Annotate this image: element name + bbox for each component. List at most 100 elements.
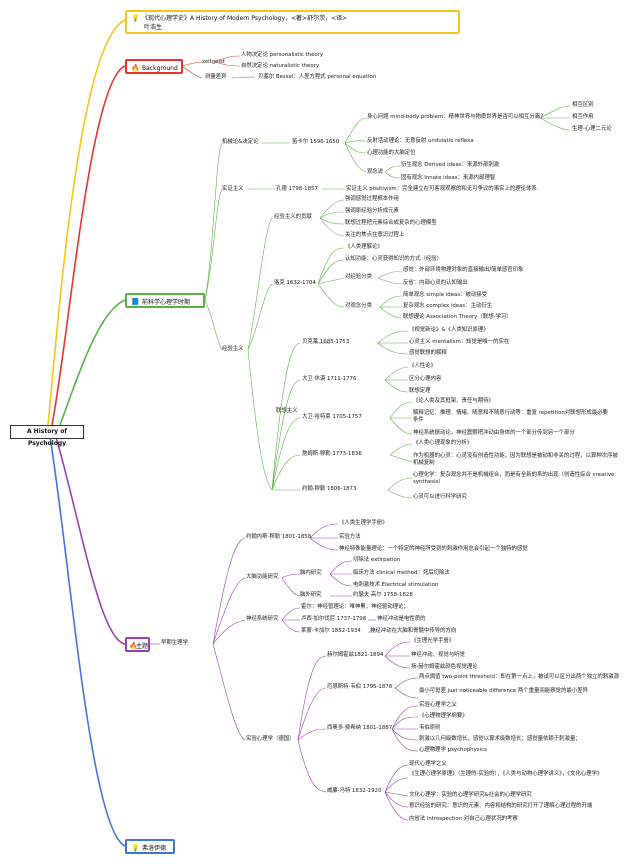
muller-node[interactable]: 约翰内斯·穆勒 1801-1858 xyxy=(246,534,312,540)
root-node[interactable]: A History of Psychology xyxy=(10,425,84,447)
empiricism-node[interactable]: 经验主义 xyxy=(222,346,244,352)
wundt-item[interactable]: 文化心理学：实验的心理学研究&社会的心理学研究 xyxy=(409,792,532,798)
topics-node[interactable]: 🔥主题 xyxy=(125,637,150,652)
naturalistic-node[interactable]: 自然决定论 naturalistic theory xyxy=(241,63,320,69)
nerve-node[interactable]: 神经系统研究 xyxy=(246,616,279,622)
weber-node[interactable]: 厄恩斯特·韦伯 1795-1878 xyxy=(327,684,393,690)
background-node[interactable]: 🔥Background xyxy=(125,59,183,74)
locke-book[interactable]: 《人类理解论》 xyxy=(345,244,383,250)
book-node[interactable]: 💡《现代心理学史》A History of Modern Psychology，… xyxy=(125,10,460,34)
contrib-item[interactable]: 强调感觉过程根本作用 xyxy=(345,196,399,202)
hume-node[interactable]: 大卫·休谟 1711-1776 xyxy=(302,376,357,382)
comte-node[interactable]: 孔德 1798-1857 xyxy=(276,186,318,192)
wundt-item[interactable]: 现代心理学之父 xyxy=(409,761,447,767)
positivism-node[interactable]: 实证主义 xyxy=(222,186,244,192)
muller-item[interactable]: 神经特殊能量理论：一个特定的神经所受到的刺激作用总会引起一个独特的感觉 xyxy=(339,546,528,552)
sensation-node[interactable]: 感觉：外部环境物理对象的直接输出/简单感官印象 xyxy=(403,267,524,273)
hartley-book[interactable]: 《论人类及其框架、责任与期待》 xyxy=(413,398,494,404)
derived-ideas[interactable]: 衍生观念 Derived ideas：来源外部刺激 xyxy=(401,162,500,168)
ideas-node[interactable]: 观念说 xyxy=(367,169,384,175)
helmholtz-item[interactable]: 神经冲动、视觉与听觉 xyxy=(411,652,465,658)
clinic-node[interactable]: 临床方法 clinical method：死后切除法 xyxy=(353,570,450,576)
gall-node[interactable]: 约瑟夫·高尔 1758-1828 xyxy=(353,592,413,598)
hume-item[interactable]: 区分心理内容 xyxy=(409,376,442,382)
contrib-item[interactable]: 联想过程把元素综合成复杂的心理模型 xyxy=(345,220,437,226)
cajal-item[interactable]: 神经冲动在大脑和脊髓中传导的方向 xyxy=(370,628,457,634)
hume-item[interactable]: 联想定理 xyxy=(409,388,431,394)
contrib-node[interactable]: 经验主义的贡献 xyxy=(274,214,312,220)
berkeley-node[interactable]: 贝克莱 1685-1753 xyxy=(302,339,350,345)
jmill-book[interactable]: 《人类心理现象的分析》 xyxy=(413,440,473,446)
electric-node[interactable]: 电刺激技术 Electrical stimulation xyxy=(353,582,439,588)
localization-node[interactable]: 心理功能的大脑定位 xyxy=(367,150,416,156)
hartley-node[interactable]: 大卫·哈特莱 1705-1757 xyxy=(302,414,362,420)
muller-book[interactable]: 《人类生理学手册》 xyxy=(339,520,388,526)
muller-item[interactable]: 实验方法 xyxy=(339,534,361,540)
personalistic-node[interactable]: 人物决定论 personalistic theory xyxy=(241,52,324,58)
contrib-item[interactable]: 关注的焦点在意识过程上 xyxy=(345,232,405,238)
helmholtz-item[interactable]: 《生理光学手册》 xyxy=(411,638,455,644)
mindbody-node[interactable]: 身心问题 mind-body problem：精神世界与物质世界是否可以相互分离… xyxy=(367,114,546,120)
smill-item[interactable]: 心理化学：复杂观念并不是机械组合，而是有全新的系的出现（创造性综合 creati… xyxy=(413,472,615,485)
external-node[interactable]: 脑外研究 xyxy=(300,592,322,598)
fechner-node[interactable]: 西奥多·费希纳 1801-1887 xyxy=(327,725,393,731)
helmholtz-node[interactable]: 赫尔姆霍兹1821-1894 xyxy=(327,652,384,658)
branch-freud xyxy=(49,436,126,847)
cognition-node[interactable]: 认知功能：心灵获得知识的方式（经验） xyxy=(345,256,443,262)
bessel-node[interactable]: 贝塞尔 Bessel：人差方程式 personal equation xyxy=(258,74,377,80)
assoc-group[interactable]: 联想主义 xyxy=(276,408,298,414)
prescience-node[interactable]: 📘前科学心理学时期 xyxy=(125,293,205,308)
hume-book[interactable]: 《人性论》 xyxy=(409,363,436,369)
jmill-node[interactable]: 詹姆斯·穆勒 1773-1836 xyxy=(302,451,362,457)
fechner-item[interactable]: 韦伯原则 xyxy=(419,725,441,731)
wundt-item[interactable]: 内省法 introspection 对自己心理状况的考察 xyxy=(409,816,518,822)
mech-node[interactable]: 机械论&决定论 xyxy=(222,139,259,145)
reflection-node[interactable]: 反省：内部心灵的认知输出 xyxy=(403,280,468,286)
berkeley-books[interactable]: 《视觉新论》&《人类知识原理》 xyxy=(409,327,489,333)
comte-desc[interactable]: 实证主义 positivism：完全建立在可客观观察的和无可争议的事实上的理论体… xyxy=(346,186,537,192)
helmholtz-item[interactable]: 扬-赫尔姆霍兹颜色视觉理论 xyxy=(411,664,478,670)
freud-node[interactable]: 💡弗洛伊德 xyxy=(125,839,175,854)
weber-item[interactable]: 两点阈值 two-point threshold：即在第一点上，被试可以区分出两… xyxy=(419,674,619,680)
measure-node[interactable]: 测量差异 xyxy=(205,74,227,80)
perceive-node[interactable]: 感觉联想的解释 xyxy=(409,350,447,356)
contrib-item[interactable]: 强调原经验分析成元素 xyxy=(345,208,399,214)
fechner-item[interactable]: 心理物理学 psychophysics xyxy=(419,747,487,753)
hartley-item[interactable]: 解释记忆、推理、情绪、随意和不随意行动等：重复 repetition对联想形成最… xyxy=(413,410,608,423)
mindbody-item[interactable]: 生理-心理二元论 xyxy=(572,126,612,132)
fechner-item[interactable]: 刺激以几何级数增长，感觉以算术级数增长；感觉量依赖于刺激量； xyxy=(419,736,581,742)
galvani-item[interactable]: 神经冲动是电性质的 xyxy=(377,616,426,622)
smill-item[interactable]: 心灵可以进行科学研究 xyxy=(413,494,467,500)
complex-ideas[interactable]: 复杂观念 complex ideas：主动衍生 xyxy=(403,303,493,309)
simple-ideas[interactable]: 简单观念 simple ideas：被动接受 xyxy=(403,292,488,298)
smill-node[interactable]: 约翰·穆勒 1806-1873 xyxy=(302,486,357,492)
mindbody-item[interactable]: 相互作用 xyxy=(572,114,594,120)
zeitgeist-node[interactable]: zeitgeist xyxy=(202,59,225,65)
wundt-item[interactable]: 《生理心理学原理》（生理的-实验的），《人类与动物心理学讲义》，《文化心理学》 xyxy=(409,771,603,777)
brain-node[interactable]: 大脑功能研究 xyxy=(246,574,279,580)
early-physiology-node[interactable]: 早期生理学 xyxy=(161,640,188,646)
extirpation-node[interactable]: 切除法 extirpation xyxy=(353,557,401,563)
mentalism-node[interactable]: 心灵主义 mentalism：知觉是唯一的实在 xyxy=(409,339,510,345)
wundt-item[interactable]: 意识经验的研究：意识的元素、内容和结构的研究打开了理解心理过程的开端 xyxy=(409,803,593,809)
hall-node[interactable]: 霍尔：神经管理论：唯神累，神经驱动理论； xyxy=(301,604,409,610)
descartes-node[interactable]: 笛卡尔 1596-1650 xyxy=(292,139,340,145)
idea-class-node[interactable]: 对观念分类 xyxy=(345,303,372,309)
reflex-node[interactable]: 反射活动理论：无意反射 undulatio reflexa xyxy=(367,138,474,144)
experimental-node[interactable]: 实验心理学（德国） xyxy=(246,736,295,742)
locke-node[interactable]: 洛克 1632-1704 xyxy=(274,280,316,286)
exp-class-node[interactable]: 对经验分类 xyxy=(345,274,372,280)
mindbody-item[interactable]: 相互区别 xyxy=(572,102,594,108)
weber-item[interactable]: 最小可觉差 just noticeable difference 两个重量间能察… xyxy=(419,688,588,694)
cajal-node[interactable]: 莱蒙·卡加尔 1852-1934 xyxy=(301,628,361,634)
innate-ideas[interactable]: 固有观念 Innate ideas：来源内部理智 xyxy=(401,175,496,181)
fechner-item[interactable]: 实验心理学之父 xyxy=(419,702,457,708)
fechner-item[interactable]: 《心理物理学纲要》 xyxy=(419,713,468,719)
jmill-item[interactable]: 作为机器的心灵：心灵没有创造性功能，因为联想是被动和非关的过程，以算种次序被机械… xyxy=(413,453,618,466)
wundt-node[interactable]: 威廉·冯特 1832-1920 xyxy=(327,788,382,794)
hartley-item[interactable]: 神经系统振动论，神经震颤把冲动由身体的一个部分传到另一个部分 xyxy=(413,430,575,436)
galvani-node[interactable]: 卢西·加尔伐尼 1737-1798 xyxy=(301,616,367,622)
internal-node[interactable]: 脑内研究 xyxy=(300,570,322,576)
association-theory[interactable]: 联想理论 Association Theory（联想-学习） xyxy=(403,314,512,320)
